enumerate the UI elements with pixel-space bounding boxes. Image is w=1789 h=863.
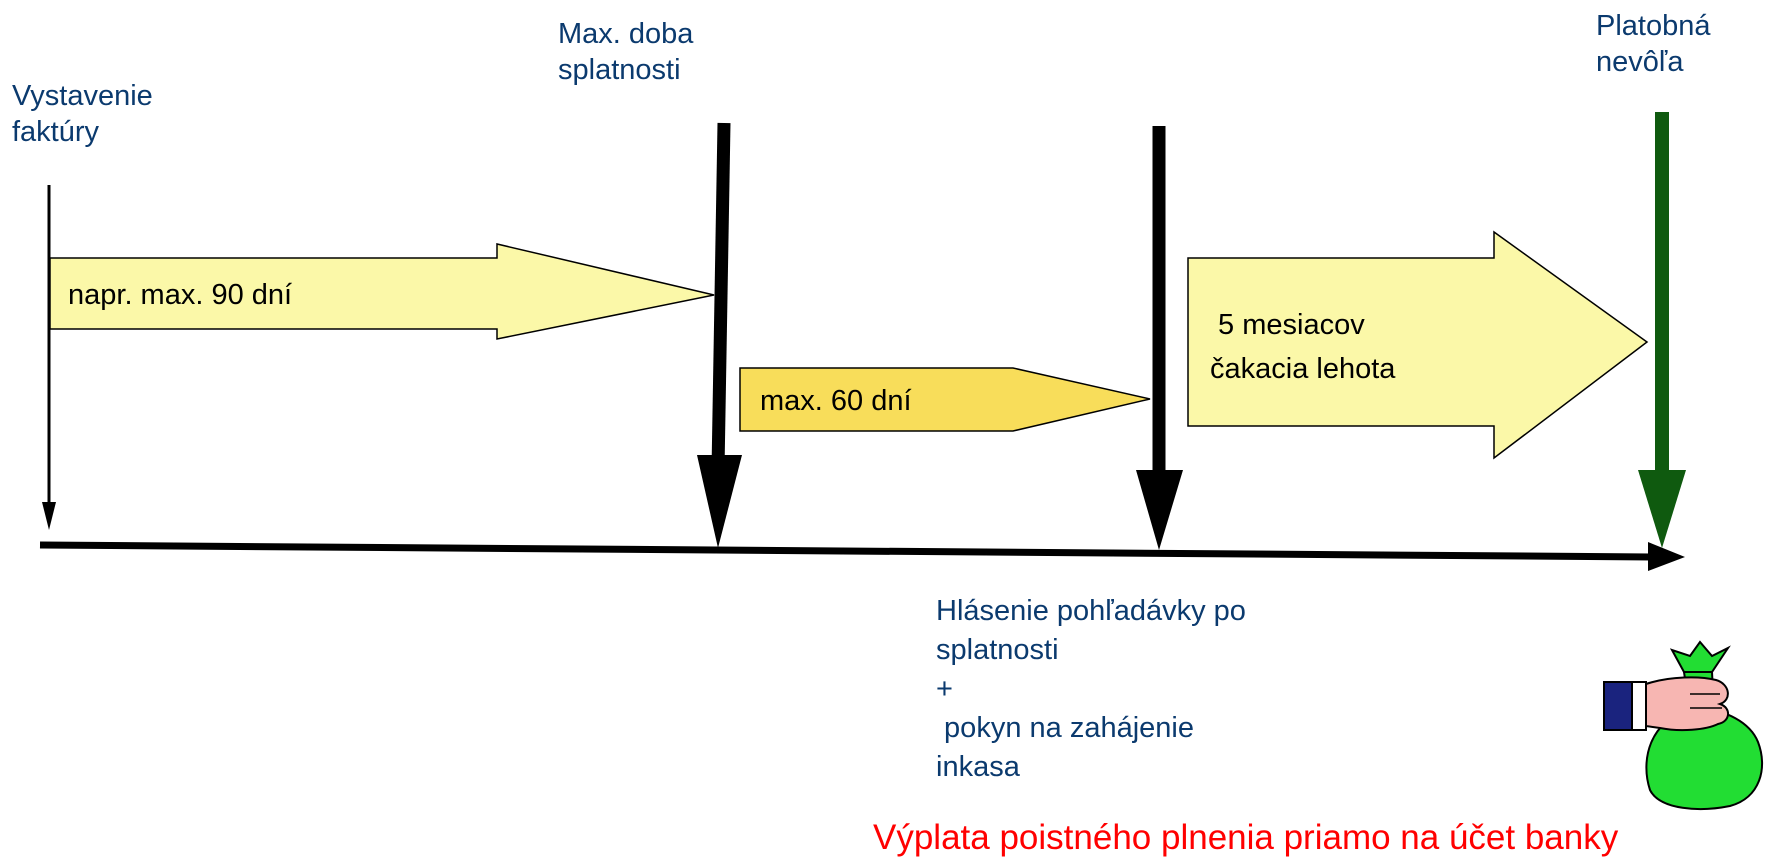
invoice-issue-marker (42, 185, 56, 530)
label-max-due: Max. doba splatnosti (558, 18, 694, 86)
period-first-label: napr. max. 90 dní (68, 279, 293, 311)
hand-holding-money-bag-icon (1603, 640, 1764, 810)
label-payment-default: Platobná nevôľa (1596, 10, 1711, 78)
max-due-marker (697, 122, 742, 548)
payout-caption: Výplata poistného plnenia priamo na účet… (873, 818, 1619, 857)
claim-report-marker (1136, 126, 1183, 550)
period-arrow-third (1187, 230, 1649, 460)
period-third-label: 5 mesiacov čakacia lehota (1210, 309, 1396, 385)
payment-default-marker (1638, 112, 1686, 548)
timeline-axis (39, 541, 1685, 571)
period-arrow-first (49, 243, 715, 340)
label-claim-report: Hlásenie pohľadávky po splatnosti + poky… (936, 595, 1246, 783)
period-second-label: max. 60 dní (760, 385, 912, 417)
period-arrow-second (739, 367, 1151, 432)
label-invoice-issue: Vystavenie faktúry (12, 80, 153, 148)
